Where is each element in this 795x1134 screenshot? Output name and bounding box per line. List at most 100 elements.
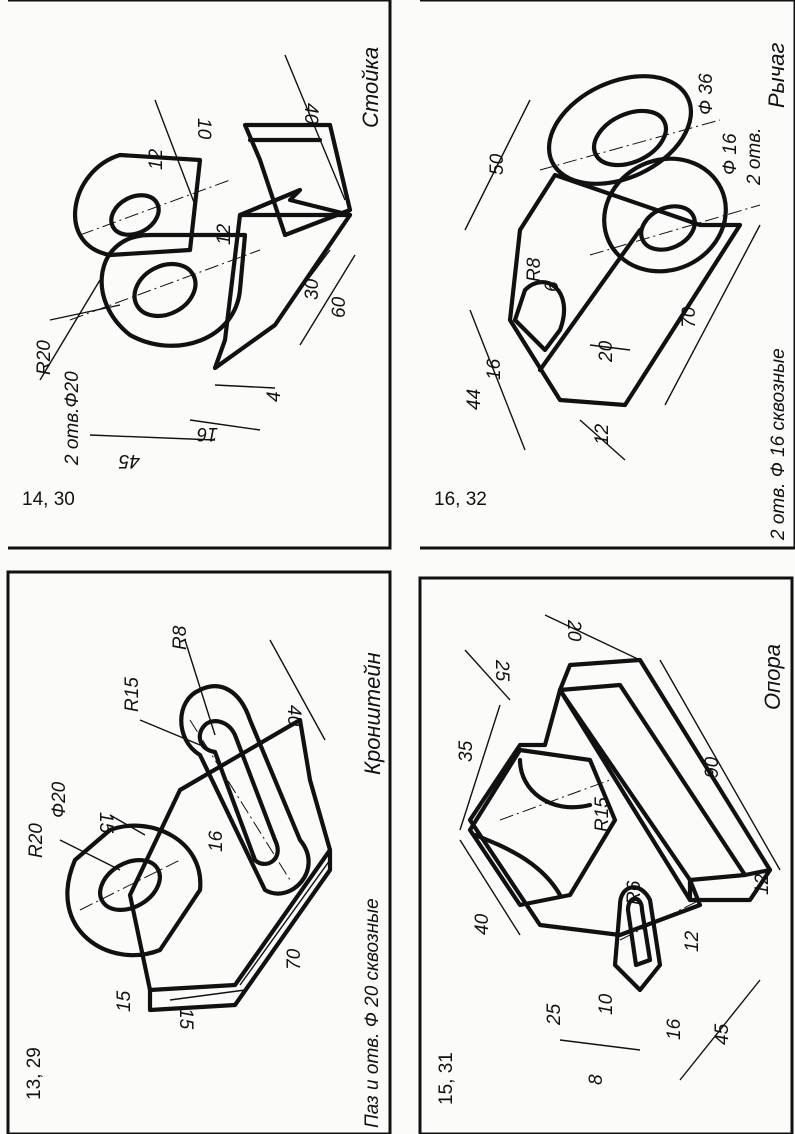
rychag-axis-2 <box>589 204 761 256</box>
rychag-dimline-12 <box>579 419 626 461</box>
opora-dim-12b: 12 <box>682 930 703 952</box>
opora-base <box>467 687 703 938</box>
frame-bottom-right <box>418 576 794 1134</box>
opora-saddle <box>467 747 618 908</box>
rychag-dim-50: 50 <box>487 153 508 175</box>
opora-dimline-40 <box>459 839 521 936</box>
rychag-boss-rear-hole <box>591 108 669 168</box>
opora-dim-r15: R15 <box>592 797 613 832</box>
opora-dimline-20 <box>544 614 641 661</box>
stoika-back-block <box>242 122 353 238</box>
kronshtein-leader-r8 <box>184 639 216 736</box>
kronshtein-slot-flange <box>179 684 311 896</box>
stoika-dimline-45 <box>89 434 216 441</box>
panel-opora: 15, 31 Опора 20 25 35 R15 90 40 R6 12 12… <box>436 614 785 1105</box>
stoika-dimline-60 <box>299 254 356 346</box>
kronshtein-axis-1 <box>79 859 181 911</box>
stoika-dim-60: 60 <box>329 296 350 318</box>
rychag-dimline-44 <box>469 309 526 451</box>
opora-dim-25bot: 25 <box>544 1003 565 1026</box>
opora-axis-2 <box>619 899 701 941</box>
stoika-dim-holes: 2 отв.Ф20 <box>62 371 83 466</box>
stoika-variant: 14, 30 <box>22 489 75 510</box>
kronshtein-dim-d20: Ф20 <box>49 781 70 818</box>
rychag-dim-70: 70 <box>679 306 700 328</box>
opora-dimline-25 <box>464 649 511 701</box>
opora-title: Опора <box>760 644 785 710</box>
rychag-dim-2otv: 2 отв. <box>744 128 765 186</box>
panel-stoika: 14, 30 Стойка R20 2 отв.Ф20 45 16 4 30 6… <box>22 47 383 510</box>
rychag-dim-16: Ф 16 <box>720 133 741 175</box>
kronshtein-dimline-70 <box>239 859 331 986</box>
opora-dimline-35 <box>459 704 501 831</box>
rychag-notch <box>512 280 567 353</box>
stoika-title: Стойка <box>358 47 383 128</box>
frame-top-right <box>420 0 795 550</box>
stoika-hole-front <box>132 261 198 319</box>
opora-rail-end <box>687 867 773 903</box>
stoika-axis-2 <box>79 179 231 236</box>
opora-axis-1 <box>499 779 611 821</box>
stoika-hole-rear <box>109 193 161 237</box>
rychag-dim-16b: 16 <box>484 358 505 380</box>
kronshtein-leader-d20 <box>109 814 146 836</box>
rychag-boss-rear <box>546 74 694 186</box>
opora-dim-r6: R6 <box>624 880 645 905</box>
kronshtein-title: Кронштейн <box>360 652 385 775</box>
rychag-title: Рычаг <box>764 43 789 108</box>
kronshtein-hole <box>98 858 162 912</box>
stoika-dim-r20: R20 <box>34 340 55 375</box>
kronshtein-leader-r20 <box>59 839 121 871</box>
rychag-dimline-70 <box>664 224 761 406</box>
rychag-dimline-20 <box>589 344 631 351</box>
stoika-dim-45: 45 <box>118 450 140 471</box>
opora-saddle-arc <box>517 757 593 810</box>
kronshtein-base <box>127 717 333 993</box>
kronshtein-leader-r15 <box>139 719 201 746</box>
rychag-axis-1 <box>539 119 721 171</box>
stoika-front-lug <box>99 232 248 348</box>
opora-saddle-arc-front <box>472 832 563 898</box>
kronshtein-dimline-15a <box>129 894 151 991</box>
opora-dim-45: 45 <box>712 1023 733 1045</box>
opora-dimline-90 <box>659 659 781 871</box>
stoika-dim-12a: 12 <box>146 148 167 170</box>
opora-tab-slot <box>625 896 653 968</box>
kronshtein-dim-r20: R20 <box>26 823 47 858</box>
stoika-rear-lug <box>73 152 203 258</box>
rychag-dim-r8: R8 <box>524 257 545 282</box>
opora-tab <box>612 885 663 993</box>
kronshtein-dim-16: 16 <box>206 830 227 852</box>
stoika-dimline-40 <box>284 54 346 201</box>
opora-dim-25top: 25 <box>491 659 512 682</box>
kronshtein-axis-2 <box>189 719 291 881</box>
opora-dimline-8 <box>559 1039 641 1051</box>
stoika-dim-12b: 12 <box>214 223 235 245</box>
stoika-dimline-4 <box>214 384 276 389</box>
stoika-dim-10: 10 <box>193 118 214 140</box>
kronshtein-base-thickness <box>147 847 333 1013</box>
opora-dim-90: 90 <box>702 756 723 778</box>
kronshtein-dimline-15b <box>169 989 246 1001</box>
rychag-dim-6: 6 <box>542 281 563 292</box>
panel-rychag: 16, 32 Рычаг 2 отв. Ф 16 сквозные 50 Ф 3… <box>434 43 789 541</box>
frame-top-left <box>8 0 392 550</box>
stoika-dim-16: 16 <box>196 423 218 444</box>
kronshtein-dim-15top: 15 <box>95 812 116 834</box>
rychag-variant: 16, 32 <box>434 489 487 510</box>
opora-dim-20: 20 <box>563 619 584 642</box>
stoika-leader-holes <box>39 279 101 381</box>
opora-dim-10: 10 <box>596 993 617 1015</box>
opora-dimline-45 <box>679 979 761 1081</box>
kronshtein-dim-15b: 15 <box>175 1008 196 1030</box>
rychag-dim-12: 12 <box>592 423 613 445</box>
stoika-dim-4: 4 <box>264 391 285 402</box>
rychag-note: 2 отв. Ф 16 сквозные <box>768 348 789 541</box>
opora-dim-35: 35 <box>456 740 477 762</box>
kronshtein-dim-15a: 15 <box>114 990 135 1012</box>
rychag-dim-20: 20 <box>596 340 617 363</box>
kronshtein-note: Паз и отв. Ф 20 сквозные <box>362 898 383 1128</box>
opora-variant: 15, 31 <box>436 1052 457 1105</box>
